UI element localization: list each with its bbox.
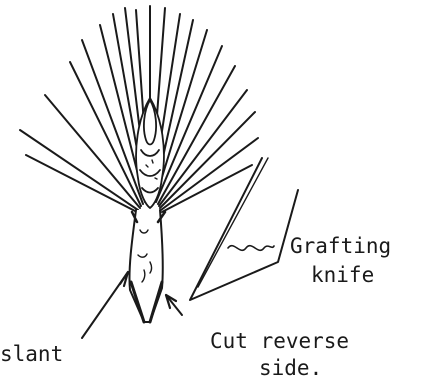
- scion-stem: [129, 210, 165, 322]
- slant-label: slant: [0, 343, 63, 365]
- side-label: side.: [259, 357, 322, 379]
- grafting-knife: [190, 158, 298, 300]
- grafting-label: Grafting: [290, 235, 391, 257]
- cut-reverse-label: Cut reverse: [210, 330, 349, 352]
- central-bud: [136, 98, 164, 208]
- knife-label: knife: [311, 264, 374, 286]
